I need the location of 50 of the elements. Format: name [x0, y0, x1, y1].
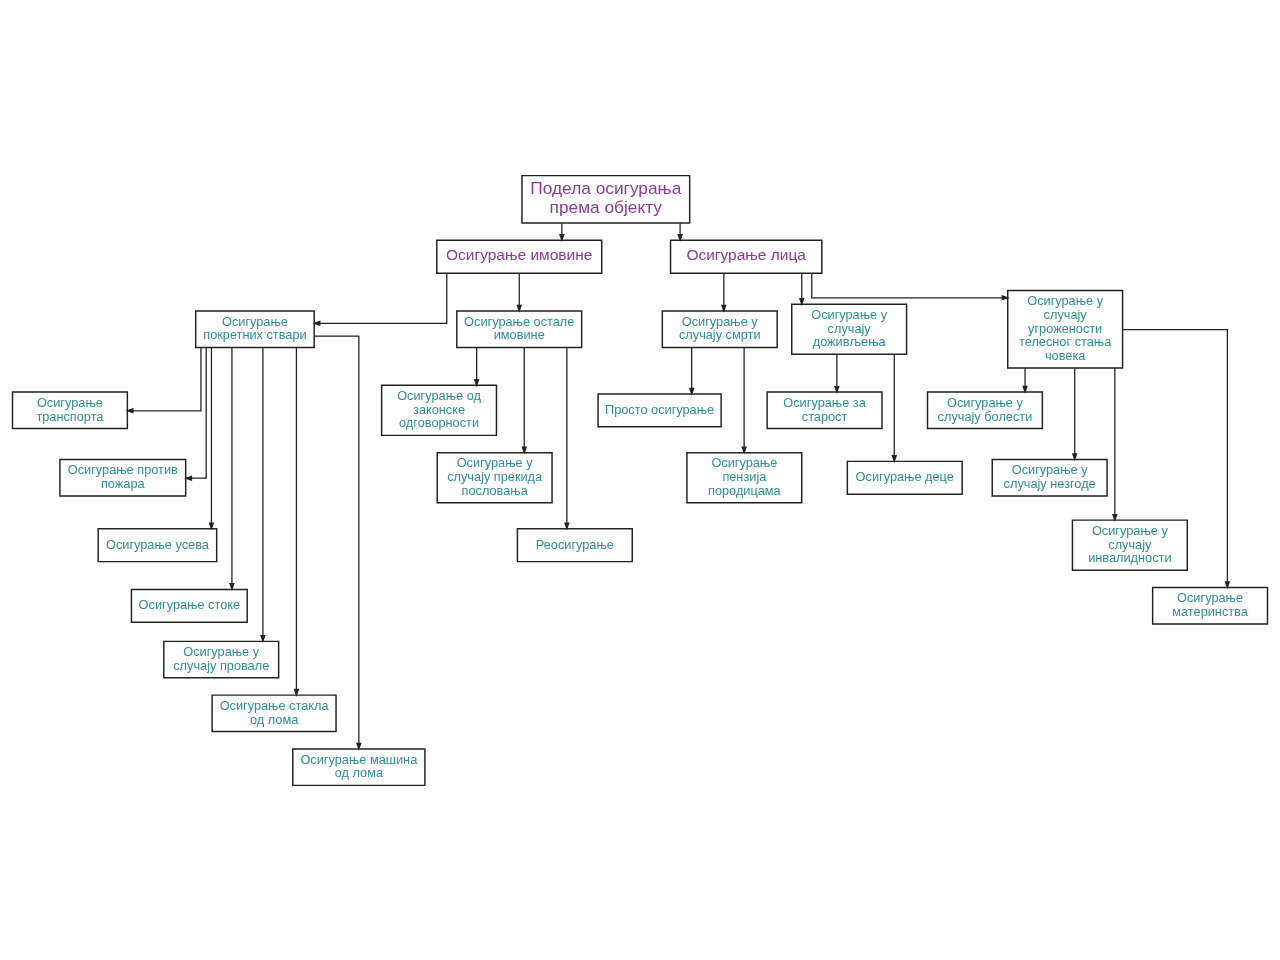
- arrow: [184, 346, 207, 481]
- node-box: Осигурање у случају провале: [163, 640, 280, 679]
- arrow: [1121, 328, 1231, 589]
- arrow: [312, 272, 448, 326]
- node-box: Осигурање машина од лома: [292, 747, 426, 786]
- node-box: Осигурање од законске одговорности: [380, 384, 498, 436]
- node-box: Просто осигурање: [597, 392, 722, 427]
- node-box: Осигурање у случају незгоде: [991, 458, 1108, 497]
- arrow: [260, 346, 266, 643]
- arrow: [521, 346, 528, 454]
- node-box: Осигурање у случају доживљења: [791, 302, 908, 355]
- node-box: Осигурање против пожара: [59, 458, 187, 497]
- arrow: [834, 353, 840, 394]
- node-box: Осигурање стоке: [130, 588, 248, 623]
- arrow: [1112, 366, 1118, 522]
- node-box: Осигурање материнства: [1151, 586, 1269, 625]
- arrow: [721, 272, 727, 313]
- node-box: Осигурање у случају смрти: [661, 309, 778, 348]
- arrow: [208, 346, 215, 531]
- arrow: [473, 346, 480, 387]
- arrow: [229, 346, 235, 591]
- node-box: Осигурање лица: [669, 239, 823, 274]
- node-box: Осигурање у случају прекида пословања: [436, 451, 553, 504]
- arrow: [688, 346, 695, 396]
- node-box: Осигурање за старост: [766, 390, 883, 429]
- node-box: Осигурање остале имовине: [456, 309, 583, 348]
- node-box: Осигурање деце: [846, 460, 963, 495]
- node-box: Осигурање усева: [97, 527, 218, 562]
- arrow: [1022, 366, 1028, 394]
- arrow: [313, 334, 362, 751]
- arrow: [516, 272, 523, 313]
- node-box: Осигурање у случају угрожености телесног стања човека: [1007, 289, 1124, 369]
- arrow: [564, 346, 570, 531]
- node-box: Осигурање у случају болести: [926, 390, 1044, 429]
- node-box: Осигурање транспорта: [11, 390, 129, 429]
- node-box: Подела осигурања према објекту: [521, 174, 691, 224]
- node-box: Осигурање имовине: [436, 239, 603, 274]
- arrow: [891, 353, 898, 463]
- arrow: [125, 346, 202, 414]
- node-box: Осигурање пензија породицама: [686, 451, 803, 504]
- arrow: [811, 272, 1010, 301]
- node-box: Осигурање покретних ствари: [195, 309, 315, 348]
- arrow: [741, 346, 747, 454]
- node-box: Осигурање стакла од лома: [211, 693, 337, 732]
- node-box: Реосигурање: [516, 527, 633, 562]
- arrow: [293, 346, 300, 697]
- arrow: [1071, 367, 1078, 461]
- node-box: Осигурање у случају инвалидности: [1071, 518, 1188, 571]
- arrow: [677, 222, 683, 242]
- arrow: [798, 272, 805, 306]
